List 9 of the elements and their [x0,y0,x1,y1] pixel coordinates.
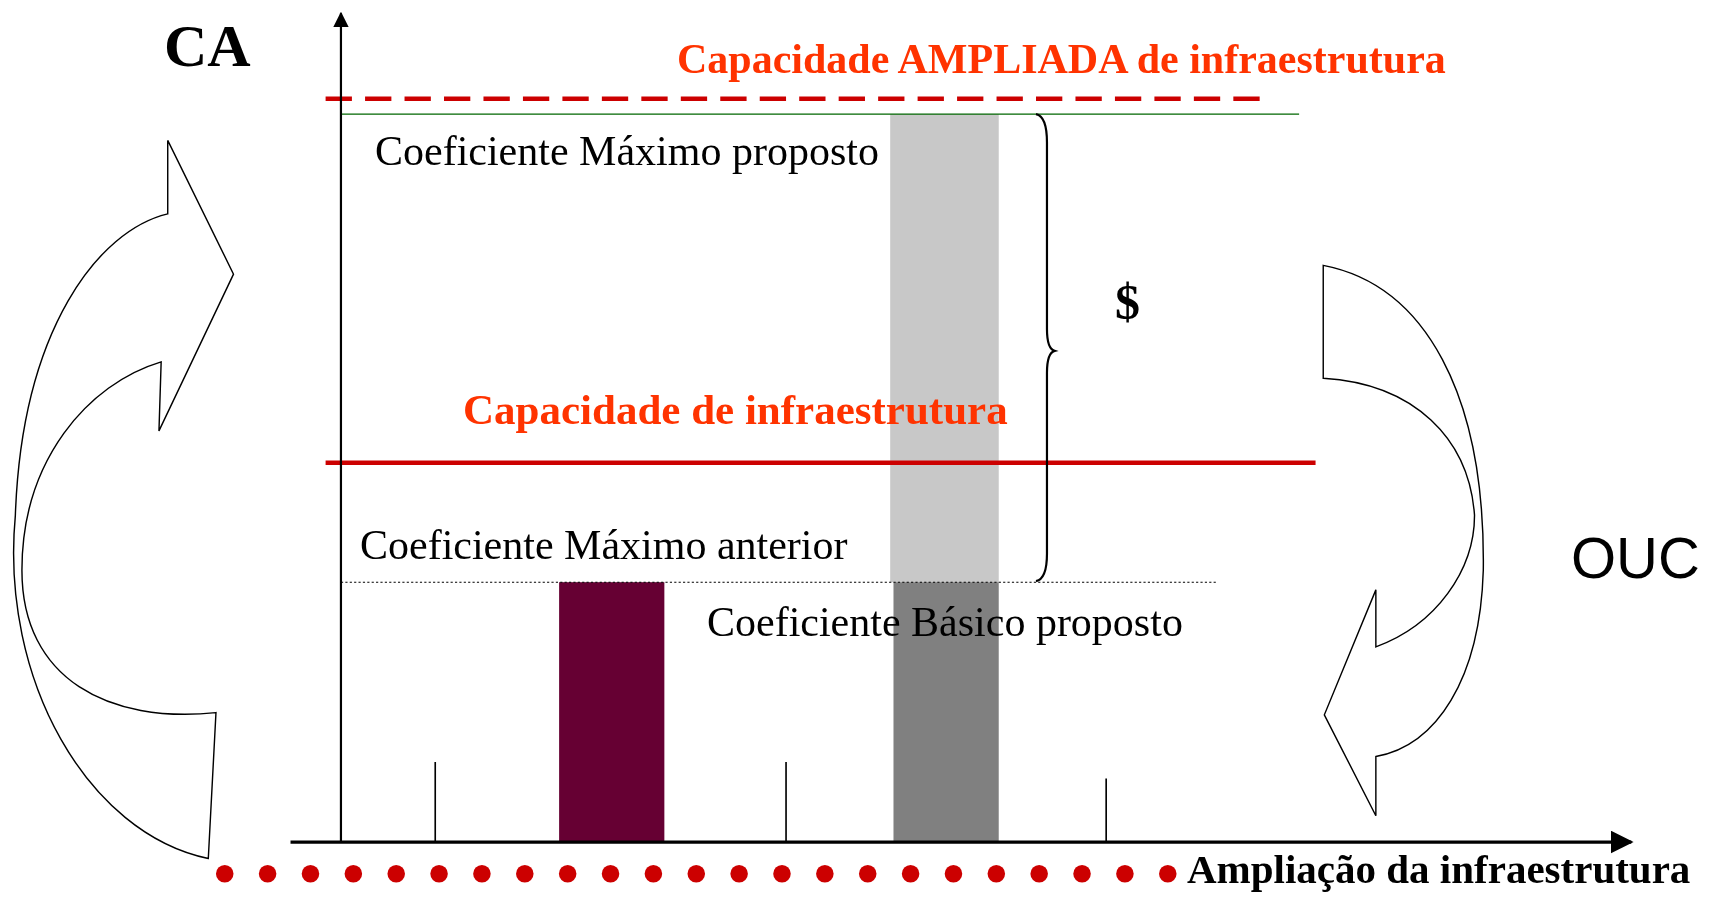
shaded-bar [559,582,665,842]
cost-label: $ [1115,277,1140,327]
line-label: Capacidade de infraestrutura [463,388,1008,431]
operation-label: OUC [1571,529,1700,587]
axis-label: Ampliação da infraestrutura [1187,849,1691,890]
line-label: Coeficiente Máximo anterior [360,524,848,566]
line-label: Capacidade AMPLIADA de infraestrutura [677,38,1446,80]
line-label: Coeficiente Máximo proposto [375,130,879,172]
axis-label: CA [164,16,251,76]
